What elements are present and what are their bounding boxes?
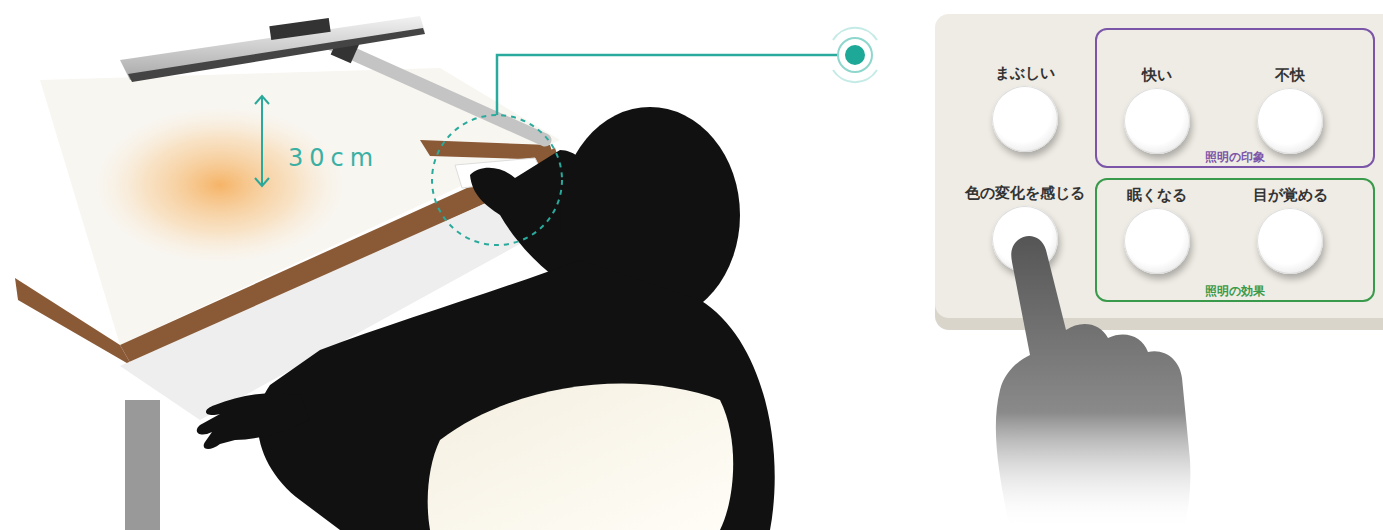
person-hand <box>197 393 310 449</box>
button-cap <box>1124 208 1190 274</box>
push-button: 不快 <box>1225 66 1355 166</box>
dimension-arrow <box>255 96 269 104</box>
light-glow <box>95 107 345 263</box>
button-group: 照明の効果 眠くなる 目が覚める <box>1095 178 1375 302</box>
dimension-arrow <box>255 178 269 186</box>
button-cap <box>992 86 1058 152</box>
dimension-label: 30cm <box>288 144 379 172</box>
button-panel <box>935 14 1383 318</box>
push-button: まぶしい <box>960 64 1090 204</box>
button-cap <box>1257 208 1323 274</box>
button-cap <box>1257 88 1323 154</box>
button-label: 不快 <box>1275 66 1305 84</box>
signal-dot <box>845 45 865 65</box>
button-cap <box>992 206 1058 272</box>
button-label: 色の変化を感じる <box>965 184 1085 202</box>
dimension-line <box>261 96 263 186</box>
signal-ring <box>838 38 872 72</box>
person-body <box>258 260 775 530</box>
lamp-mount <box>269 18 330 40</box>
signal-ring <box>833 28 877 82</box>
push-button: 快い <box>1092 66 1222 166</box>
push-button: 眠くなる <box>1092 186 1222 286</box>
push-button: 目が覚める <box>1225 186 1355 286</box>
pointing-hand <box>996 236 1190 530</box>
button-group: 照明の印象 快い 不快 <box>1095 28 1375 168</box>
leader-line <box>497 55 838 115</box>
group-label: 照明の効果 <box>1097 284 1373 298</box>
desk-leg <box>125 400 160 530</box>
button-label: 目が覚める <box>1253 186 1328 204</box>
board-frame <box>15 278 132 366</box>
button-label: 快い <box>1142 66 1172 84</box>
button-cap <box>1124 88 1190 154</box>
chair-cushion <box>428 384 734 530</box>
group-label: 照明の印象 <box>1097 150 1373 164</box>
push-button: 色の変化を感じる <box>945 184 1105 284</box>
button-label: 眠くなる <box>1127 186 1187 204</box>
board-frame <box>420 140 555 160</box>
dashed-callout <box>432 115 562 245</box>
button-label: まぶしい <box>995 64 1055 82</box>
